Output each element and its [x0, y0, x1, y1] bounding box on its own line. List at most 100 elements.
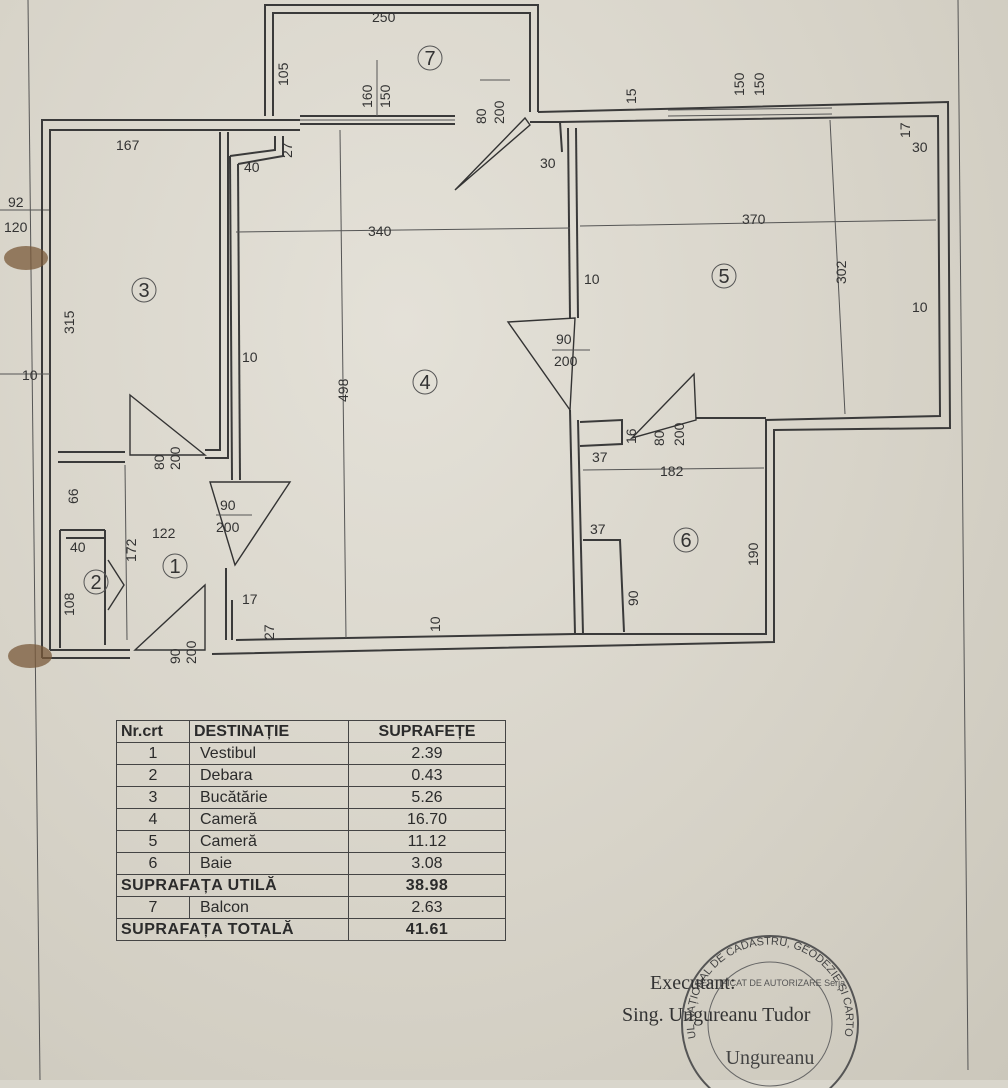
room-label-2: 2 — [90, 572, 101, 594]
room-label-5: 5 — [718, 266, 729, 288]
cell-nr: 4 — [116, 808, 190, 831]
staple-mark-bottom — [8, 644, 52, 668]
cell-name: Cameră — [189, 808, 349, 831]
dim-room5-width: 370 — [742, 211, 766, 227]
room-label-3: 3 — [138, 280, 149, 302]
dim-wall-b: 10 — [584, 271, 600, 287]
stamp-name: Ungureanu — [726, 1047, 815, 1069]
dim-room4-height: 498 — [335, 378, 351, 402]
dim-kitchen-height: 315 — [61, 310, 77, 334]
stamp-center-text: CERTIFICAT DE AUTORIZARE Seria — [695, 978, 845, 988]
total-label: SUPRAFAȚA TOTALĂ — [116, 918, 349, 941]
table-row-balcony: 7 Balcon 2.63 — [116, 896, 506, 919]
dim-balcony-window-a: 160 — [359, 84, 375, 108]
dim-kitchen-door-a: 80 — [151, 454, 167, 470]
official-stamp: UL NAȚIONAL DE CADASTRU, GEODEZIE ȘI CAR… — [672, 928, 859, 1088]
room-label-6: 6 — [680, 530, 691, 552]
cell-name: Balcon — [189, 896, 349, 919]
dim-15: 15 — [623, 88, 639, 104]
total-value: 41.61 — [348, 918, 506, 941]
cell-nr: 1 — [116, 742, 190, 765]
cell-area: 2.63 — [348, 896, 506, 919]
room-label-4: 4 — [419, 372, 430, 394]
dim-wall-left: 10 — [22, 367, 38, 383]
cell-area: 11.12 — [348, 830, 506, 853]
dim-190: 190 — [745, 542, 761, 566]
dim-182: 182 — [660, 463, 684, 479]
dim-wall-d: 10 — [427, 616, 443, 632]
dim-27: 27 — [279, 142, 295, 158]
dim-122: 122 — [152, 525, 176, 541]
outer-walls — [41, 100, 952, 659]
cell-name: Vestibul — [189, 742, 349, 765]
dim-room4-width: 340 — [368, 223, 392, 239]
util-label: SUPRAFAȚA UTILĂ — [116, 874, 349, 897]
header-area: SUPRAFEȚE — [348, 720, 506, 743]
dim-door1-b: 200 — [216, 519, 240, 535]
dim-door1-a: 90 — [220, 497, 236, 513]
dimension-lines — [0, 119, 937, 639]
dim-bath-door-a: 80 — [651, 430, 667, 446]
dim-entry-door-a: 90 — [167, 648, 183, 664]
dim-wall-a: 10 — [242, 349, 258, 365]
cell-name: Cameră — [189, 830, 349, 853]
cell-nr: 7 — [116, 896, 190, 919]
cell-nr: 6 — [116, 852, 190, 875]
dim-40: 40 — [244, 159, 260, 175]
dim-108: 108 — [61, 592, 77, 616]
dim-17a: 17 — [897, 122, 913, 138]
table-header-row: Nr.crt DESTINAȚIE SUPRAFEȚE — [116, 720, 506, 743]
room-label-1: 1 — [169, 556, 180, 578]
dim-balcony-width: 250 — [372, 9, 396, 25]
room-label-7: 7 — [424, 48, 435, 70]
dim-172: 172 — [123, 538, 139, 562]
staple-mark-top — [4, 246, 48, 270]
door-swings — [107, 116, 697, 651]
cell-name: Debara — [189, 764, 349, 787]
dim-balcony-window-b: 150 — [377, 84, 393, 108]
engineer-name: Sing. Ungureanu Tudor — [622, 1004, 811, 1026]
dim-door5-b: 200 — [554, 353, 578, 369]
cell-area: 3.08 — [348, 852, 506, 875]
dim-balcony-door-b: 200 — [491, 100, 507, 124]
dim-30a: 30 — [540, 155, 556, 171]
util-value: 38.98 — [348, 874, 506, 897]
cell-area: 0.43 — [348, 764, 506, 787]
dim-balcony-height: 105 — [275, 62, 291, 86]
dim-66: 66 — [65, 488, 81, 504]
interior-walls — [58, 121, 766, 648]
dim-entry-door-b: 200 — [183, 640, 199, 664]
cell-name: Baie — [189, 852, 349, 875]
dim-side-92: 92 — [8, 194, 24, 210]
dim-kitchen-door-b: 200 — [167, 446, 183, 470]
cell-nr: 3 — [116, 786, 190, 809]
cell-area: 2.39 — [348, 742, 506, 765]
dim-30b: 30 — [912, 139, 928, 155]
dim-side-120: 120 — [4, 219, 28, 235]
dim-window5-a: 150 — [731, 72, 747, 96]
header-destination: DESTINAȚIE — [189, 720, 349, 743]
dim-27b: 27 — [261, 624, 277, 640]
dim-wall-c: 10 — [912, 299, 928, 315]
cell-area: 16.70 — [348, 808, 506, 831]
dim-window5-b: 150 — [751, 72, 767, 96]
dim-door5-a: 90 — [556, 331, 572, 347]
cell-name: Bucătărie — [189, 786, 349, 809]
dimension-labels: 250 105 160 150 80 200 167 92 120 315 10… — [4, 9, 928, 664]
cell-nr: 5 — [116, 830, 190, 853]
dim-37b: 37 — [590, 521, 606, 537]
dim-bath-door-b: 200 — [671, 422, 687, 446]
dim-40b: 40 — [70, 539, 86, 555]
cell-area: 5.26 — [348, 786, 506, 809]
dim-room5-height: 302 — [833, 260, 849, 284]
total-row: SUPRAFAȚA TOTALĂ 41.61 — [116, 918, 506, 941]
